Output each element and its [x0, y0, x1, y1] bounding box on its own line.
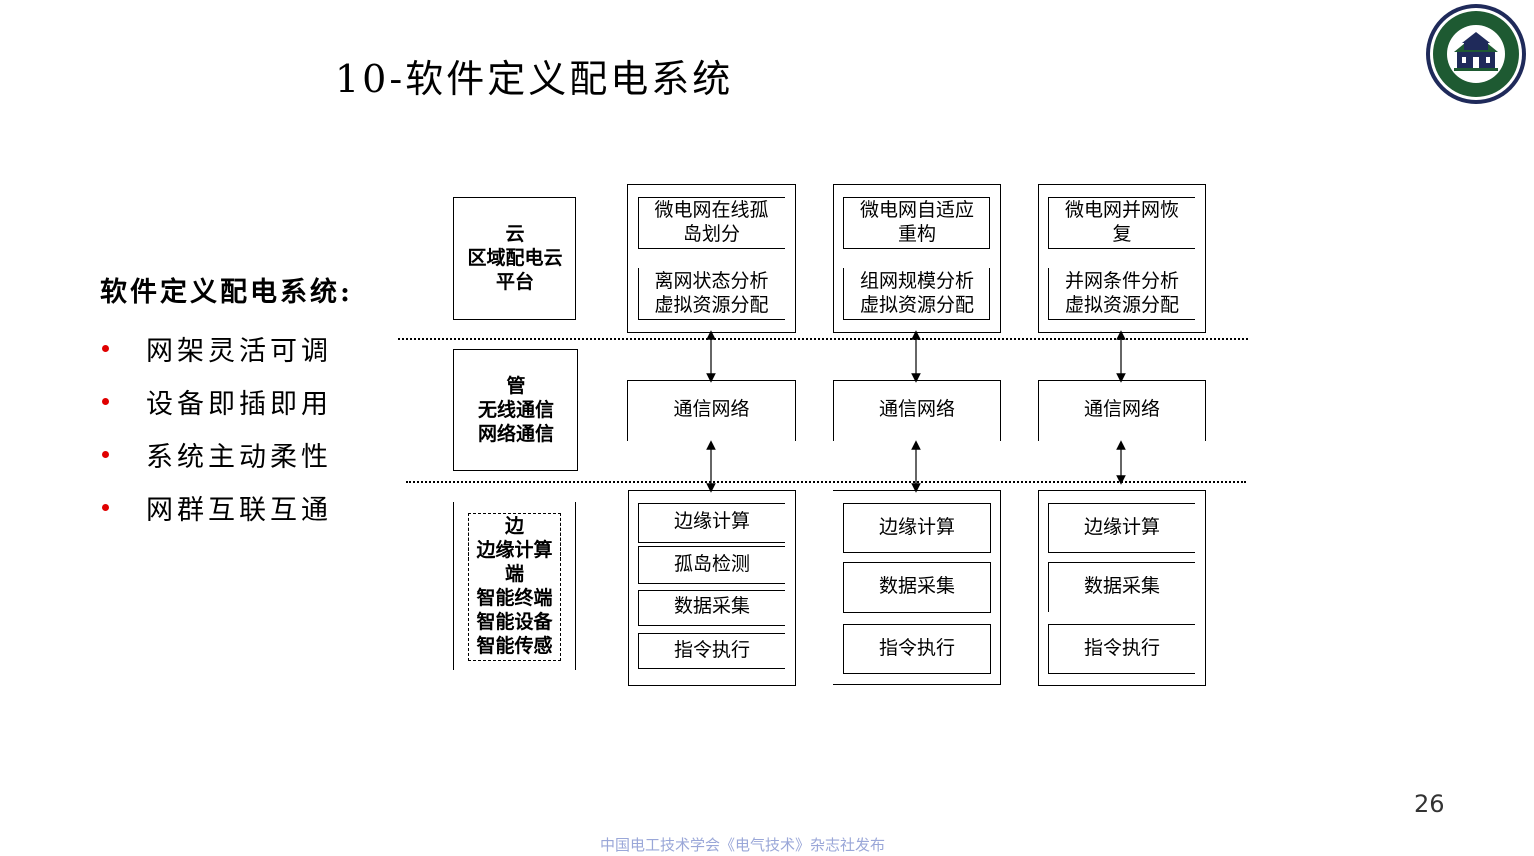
pipe-layer-box: 管 无线通信 网络通信: [453, 349, 577, 471]
feature-list: 网架灵活可调 设备即插即用 系统主动柔性 网群互联互通: [100, 322, 332, 534]
box-edge: [638, 625, 785, 626]
pipe-layer-label: 管: [506, 375, 526, 397]
edge-item-box: [1048, 562, 1195, 612]
page-title: 10-软件定义配电系统: [335, 57, 734, 101]
edge-compute-dashed-box: [468, 513, 561, 560]
app-title-box: [1048, 197, 1195, 249]
app-sub: 虚拟资源分配: [654, 294, 769, 316]
edge-item-box: [843, 562, 991, 613]
bullet-dot-icon: [102, 504, 109, 511]
edge-layer-desc: 边缘计算: [476, 539, 553, 561]
edge-item-box: [638, 503, 785, 543]
edge-item-box: [638, 633, 785, 669]
terminal-layer-desc: 智能传感: [476, 635, 553, 657]
edge-item: 孤岛检测: [673, 553, 750, 575]
box-edge: [638, 319, 785, 320]
app-sub: 并网条件分析: [1064, 270, 1179, 292]
box-edge: [453, 502, 454, 670]
comm-network-label: 通信网络: [878, 398, 955, 420]
app-title: 复: [1112, 223, 1132, 245]
app-sub-box: [843, 268, 990, 320]
list-item: 网群互联互通: [100, 481, 332, 534]
edge-item-box: [638, 590, 785, 626]
edge-item-box: [1048, 503, 1195, 553]
pipe-layer-desc: 网络通信: [477, 423, 554, 445]
page-number: 26: [1414, 790, 1445, 818]
cloud-layer-label: 云: [505, 223, 525, 245]
app-title-box: [638, 197, 785, 249]
list-item: 设备即插即用: [100, 375, 332, 428]
app-title: 微电网并网恢: [1064, 199, 1179, 221]
edge-item: 边缘计算: [1083, 516, 1160, 538]
edge-item-box: [843, 624, 991, 674]
comm-network-label: 通信网络: [673, 398, 750, 420]
bullet-dot-icon: [102, 451, 109, 458]
edge-layer-label: 边: [504, 515, 524, 537]
terminal-layer-desc: 智能设备: [476, 611, 553, 633]
app-title: 重构: [897, 223, 936, 245]
box-edge: [575, 502, 576, 670]
cloud-layer-desc: 区域配电云: [467, 247, 563, 269]
edge-item-box: [843, 503, 991, 553]
edge-item: 边缘计算: [878, 516, 955, 538]
app-title: 微电网在线孤: [654, 199, 769, 221]
edge-item: 指令执行: [673, 639, 750, 661]
bullet-dot-icon: [102, 345, 109, 352]
list-item: 网架灵活可调: [100, 322, 332, 375]
edge-item: 指令执行: [878, 637, 955, 659]
app-title-box: [843, 197, 990, 249]
app-sub: 组网规模分析: [859, 270, 974, 292]
bullet-dot-icon: [102, 398, 109, 405]
app-sub: 虚拟资源分配: [1064, 294, 1179, 316]
edge-item: 数据采集: [878, 575, 955, 597]
list-item: 系统主动柔性: [100, 428, 332, 481]
terminal-layer-label: 端: [504, 563, 524, 585]
edge-item-box: [1048, 624, 1195, 674]
box-edge: [577, 349, 578, 471]
cloud-layer-box: 云 区域配电云 平台: [453, 197, 575, 320]
footer-credit: 中国电工技术学会《电气技术》杂志社发布: [600, 836, 886, 854]
section-subheading: 软件定义配电系统:: [100, 277, 353, 308]
cloud-layer-desc: 平台: [495, 271, 534, 293]
app-title: 岛划分: [682, 223, 740, 245]
edge-item-box: [638, 546, 785, 584]
comm-network-box: [627, 380, 796, 441]
pipe-layer-desc: 无线通信: [477, 399, 554, 421]
app-sub: 离网状态分析: [654, 270, 769, 292]
app-sub: 虚拟资源分配: [859, 294, 974, 316]
layer-separator-upper: [398, 338, 1248, 340]
terminal-layer-desc: 智能终端: [476, 587, 553, 609]
layer-separator-lower: [406, 481, 1246, 483]
app-title: 微电网自适应: [859, 199, 974, 221]
app-sub-box: [638, 268, 785, 320]
comm-network-label: 通信网络: [1083, 398, 1160, 420]
edge-item: 边缘计算: [673, 510, 750, 532]
box-edge: [575, 197, 576, 320]
edge-item: 数据采集: [1083, 575, 1160, 597]
app-sub-box: [1048, 268, 1195, 320]
edge-item: 数据采集: [673, 595, 750, 617]
edge-item: 指令执行: [1083, 637, 1160, 659]
university-logo: [1426, 4, 1526, 104]
